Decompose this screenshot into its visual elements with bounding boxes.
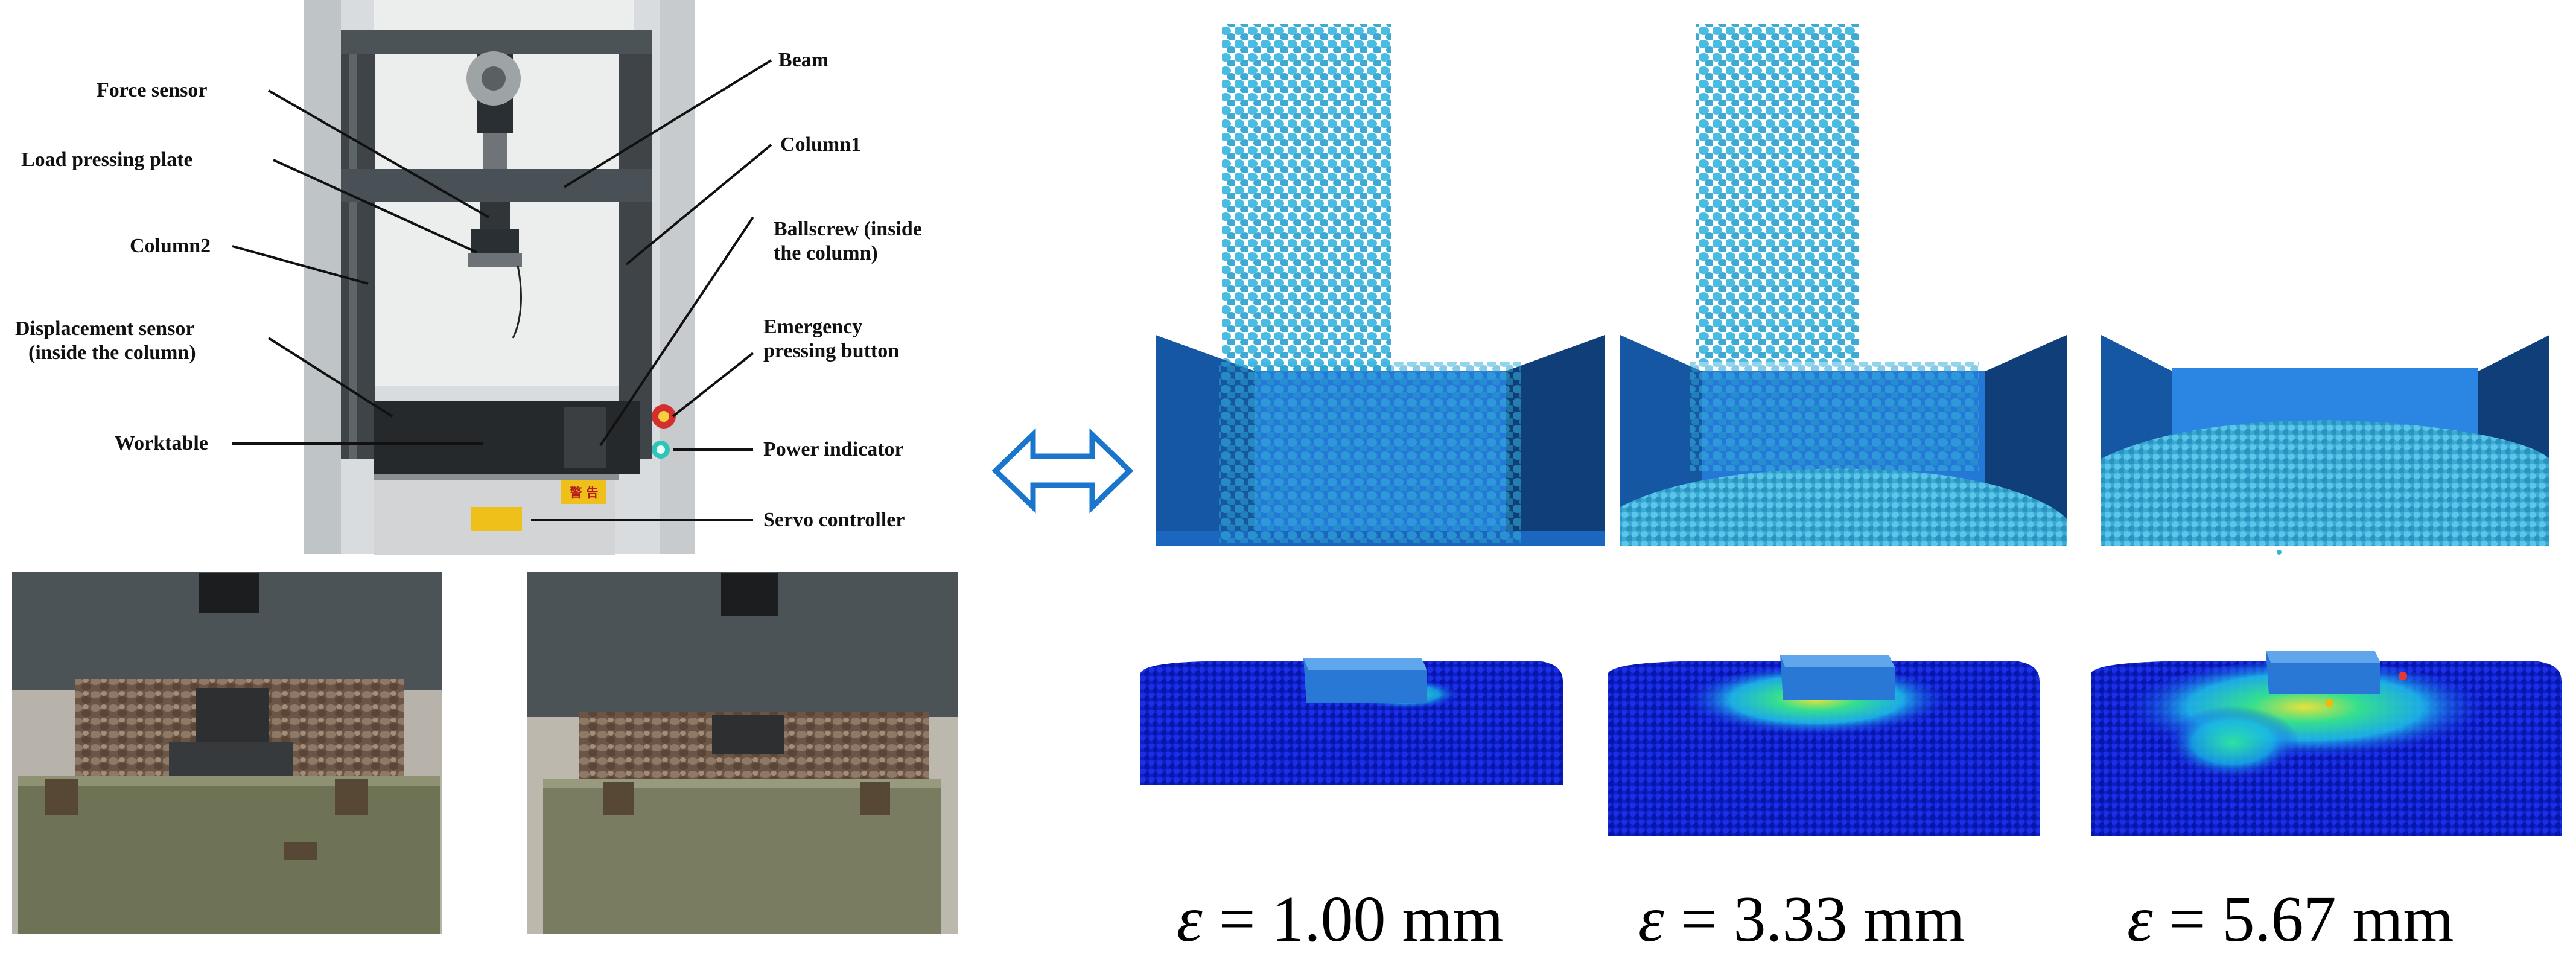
dem-stress-stage-1 xyxy=(1140,658,1563,785)
label-ballscrew-line2: the column) xyxy=(774,242,878,265)
caption-strain-1: ε = 1.00 mm xyxy=(1177,884,1504,955)
label-power-indicator: Power indicator xyxy=(763,438,904,460)
label-leader-lines xyxy=(232,59,772,521)
dem-stress-stage-3 xyxy=(2091,651,2562,836)
strain-unit-2: mm xyxy=(1863,884,1965,955)
strain-symbol: ε xyxy=(1638,884,1664,955)
strain-symbol: ε xyxy=(2127,884,2153,955)
label-column1: Column1 xyxy=(780,133,862,156)
dem-stress-stage-2 xyxy=(1608,655,2040,836)
label-displacement-sensor-line2: (inside the column) xyxy=(28,342,196,365)
label-emergency-button: Emergency pressing button xyxy=(763,315,899,363)
label-ballscrew-line1: Ballscrew (inside xyxy=(774,218,922,240)
label-force-sensor: Force sensor xyxy=(97,79,208,101)
label-worktable: Worktable xyxy=(115,432,208,454)
label-ballscrew: Ballscrew (inside the column) xyxy=(774,217,922,266)
double-arrow-icon xyxy=(991,428,1134,514)
sample-box-photo-2 xyxy=(527,572,958,934)
strain-value-3: 5.67 xyxy=(2222,884,2336,955)
label-load-pressing-plate: Load pressing plate xyxy=(21,148,193,171)
strain-symbol: ε xyxy=(1177,884,1203,955)
label-beam: Beam xyxy=(778,49,829,71)
label-displacement-sensor: Displacement sensor (inside the column) xyxy=(15,317,196,365)
strain-unit-1: mm xyxy=(1402,884,1504,955)
caption-strain-3: ε = 5.67 mm xyxy=(2127,884,2454,955)
strain-value-1: 1.00 xyxy=(1271,884,1386,955)
dem-filling-stage-3 xyxy=(2101,335,2549,555)
label-column2: Column2 xyxy=(130,235,211,257)
warning-sign-text: 警 告 xyxy=(570,485,599,500)
sample-box-photo-1 xyxy=(12,572,442,934)
label-servo-controller: Servo controller xyxy=(763,509,905,531)
testing-machine-photo xyxy=(304,0,695,555)
dem-filling-stage-2 xyxy=(1620,24,2067,546)
strain-value-2: 3.33 xyxy=(1733,884,1848,955)
label-displacement-sensor-line1: Displacement sensor xyxy=(15,317,195,340)
label-emergency-line1: Emergency xyxy=(763,316,863,338)
dem-filling-stage-1 xyxy=(1156,24,1605,546)
strain-unit-3: mm xyxy=(2352,884,2454,955)
caption-strain-2: ε = 3.33 mm xyxy=(1638,884,1965,955)
label-emergency-line2: pressing button xyxy=(763,340,900,363)
